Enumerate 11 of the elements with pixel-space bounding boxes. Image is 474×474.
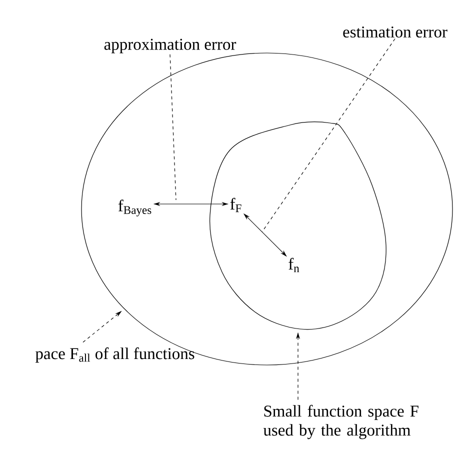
annotation-text: estimation error — [343, 26, 448, 38]
function-space-outline — [81, 52, 453, 366]
leader-line — [170, 54, 176, 200]
symbol-label: f$_{Bayes}$ — [118, 200, 152, 216]
symbol-label: f$_{F}$ — [230, 198, 242, 212]
annotation-text: Small function space F used by the algorithm — [263, 404, 418, 440]
leader-line — [262, 38, 396, 232]
annotation-text: approximation error — [104, 38, 236, 54]
annotation-text: pace F$_{all}$ of all functions — [35, 347, 194, 363]
symbol-label: f$_{n}$ — [288, 258, 300, 272]
function-space-outline — [210, 122, 386, 330]
